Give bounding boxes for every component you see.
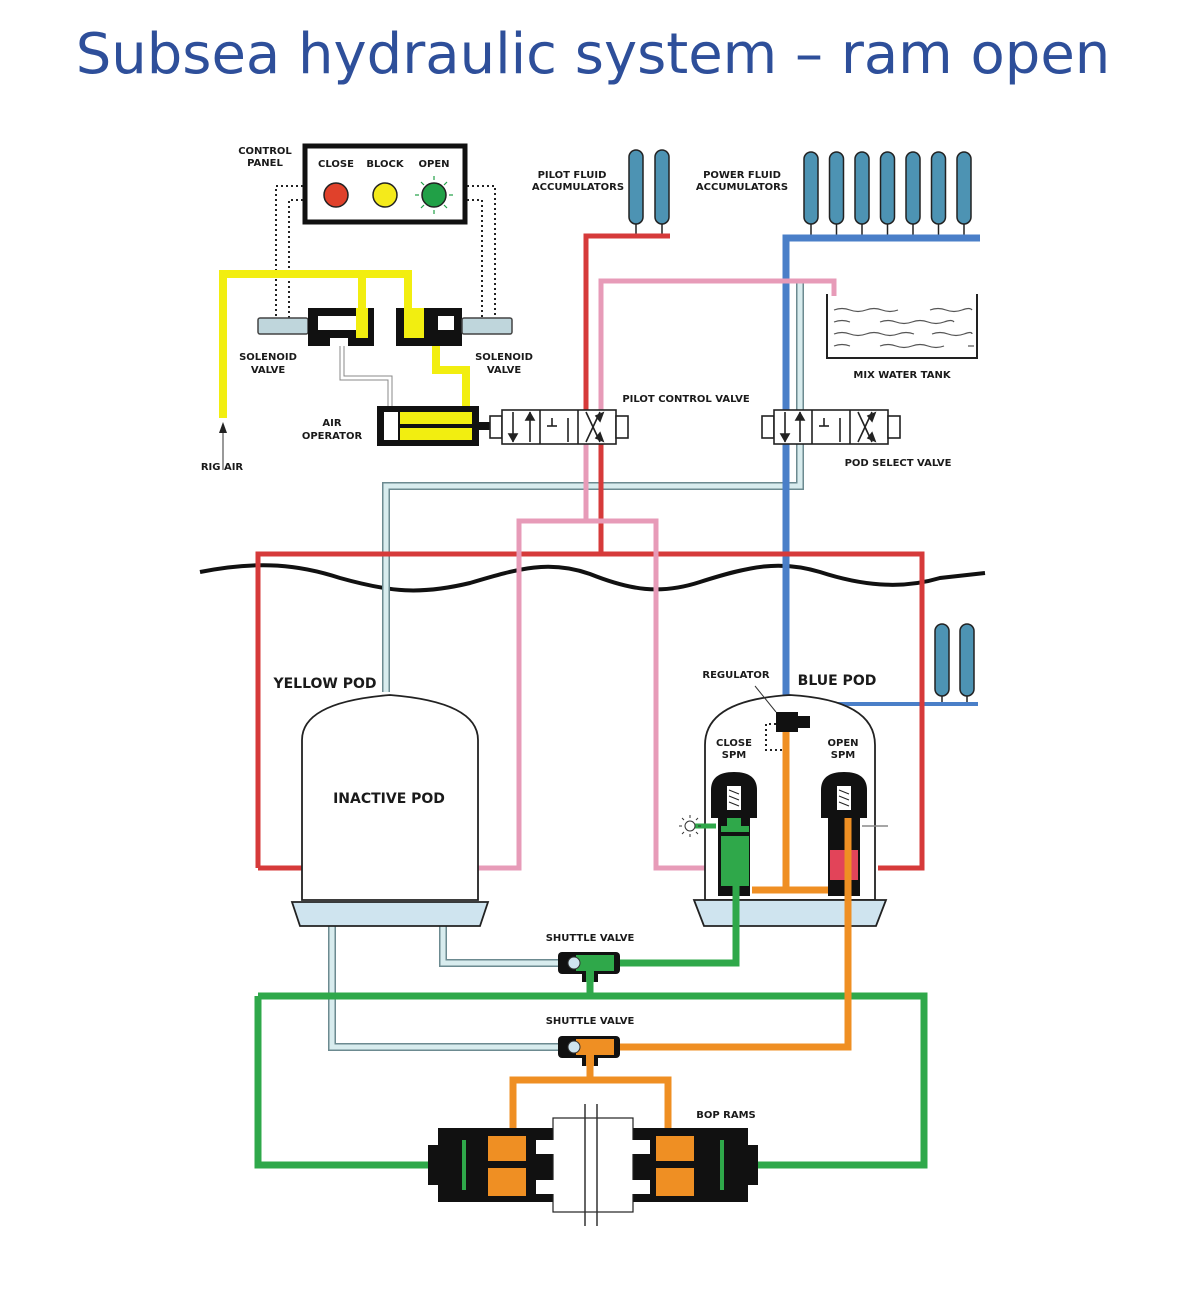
- sea-surface-wave: [199, 563, 986, 593]
- solenoid-valve-right: [396, 308, 513, 346]
- power-accumulators-label-2: ACCUMULATORS: [696, 182, 788, 193]
- bop-rams-label: BOP RAMS: [696, 1110, 756, 1121]
- rig-air-arrow-icon: [219, 422, 227, 433]
- accumulator-bottle: [803, 151, 819, 225]
- power-fluid-accumulators: [803, 151, 972, 236]
- shuttle-valve-close-label: SHUTTLE VALVE: [546, 1016, 635, 1027]
- control-panel-label-2: PANEL: [247, 158, 283, 169]
- pilot-fluid-accumulators: [628, 149, 670, 235]
- accumulator-bottle: [628, 149, 644, 225]
- blue-pod-label: BLUE POD: [798, 673, 877, 689]
- regulator-label: REGULATOR: [702, 670, 770, 681]
- solenoid-valve-right-label: SOLENOID: [475, 352, 533, 363]
- accumulator-bottle: [905, 151, 921, 225]
- air-operator-label-2: OPERATOR: [302, 431, 363, 442]
- open-spm-label-2: SPM: [831, 750, 856, 761]
- bop-rams: [428, 1104, 758, 1226]
- accumulator-bottle: [956, 151, 972, 225]
- open-button[interactable]: [421, 182, 447, 208]
- pilot-control-valve-label: PILOT CONTROL VALVE: [622, 394, 749, 405]
- inactive-pod-label: INACTIVE POD: [333, 791, 445, 807]
- close-line: [509, 980, 852, 1140]
- pilot-control-valve: [489, 409, 629, 445]
- solenoid-valve-left-label-2: VALVE: [251, 365, 286, 376]
- pilot-accumulators-label: PILOT FLUID: [538, 170, 607, 181]
- subsea-accumulators: [934, 623, 975, 703]
- air-operator-label: AIR: [322, 418, 341, 429]
- accumulator-bottle: [930, 151, 947, 225]
- shuttle-valve-open: [558, 952, 620, 982]
- yellow-pod-label: YELLOW POD: [272, 676, 376, 692]
- regulated-supply-line: [752, 732, 840, 894]
- mix-water-tank-label: MIX WATER TANK: [853, 370, 951, 381]
- solenoid-valve-left: [257, 308, 374, 348]
- yellow-pod: [290, 694, 490, 927]
- pilot-accumulators-label-2: ACCUMULATORS: [532, 182, 624, 193]
- open-spm-label: OPEN: [827, 738, 858, 749]
- accumulator-bottle: [854, 151, 870, 225]
- pilot-supply-line: [255, 233, 925, 871]
- slide-title: Subsea hydraulic system – ram open: [75, 22, 1111, 87]
- rig-air-label: RIG AIR: [201, 462, 244, 473]
- regulator: [776, 712, 810, 732]
- accumulator-bottle: [828, 151, 845, 225]
- close-spm-label: CLOSE: [716, 738, 752, 749]
- close-spm-label-2: SPM: [722, 750, 747, 761]
- open-button-label: OPEN: [418, 159, 449, 170]
- shuttle-valve-open-label: SHUTTLE VALVE: [546, 933, 635, 944]
- pod-select-valve-label: POD SELECT VALVE: [845, 458, 952, 469]
- close-button-label: CLOSE: [318, 159, 354, 170]
- solenoid-valve-left-label: SOLENOID: [239, 352, 297, 363]
- power-return-line: [328, 282, 804, 1051]
- solenoid-valve-right-label-2: VALVE: [487, 365, 522, 376]
- open-button-glow-icon: [415, 176, 453, 214]
- accumulator-bottle: [959, 623, 975, 697]
- open-spm: [821, 772, 867, 896]
- control-panel-label: CONTROL: [238, 146, 292, 157]
- regulator-sense-line: [765, 723, 784, 751]
- power-accumulators-label: POWER FLUID: [703, 170, 781, 181]
- shuttle-valve-close: [558, 1036, 620, 1066]
- close-button[interactable]: [323, 182, 349, 208]
- accumulator-bottle: [654, 149, 670, 225]
- mix-water-tank: [826, 294, 978, 359]
- accumulator-bottle: [879, 151, 896, 225]
- block-button[interactable]: [372, 182, 398, 208]
- pod-select-valve: [761, 409, 901, 445]
- pressure-indicator-icon: [679, 815, 701, 837]
- close-spm: [711, 772, 757, 896]
- pilot-return-line: [478, 278, 837, 871]
- regulator-pointer: [754, 685, 777, 713]
- accumulator-bottle: [934, 623, 950, 697]
- control-panel: CONTROL PANEL CLOSE BLOCK OPEN: [238, 143, 468, 225]
- block-button-label: BLOCK: [366, 159, 404, 170]
- air-operator: [377, 406, 501, 446]
